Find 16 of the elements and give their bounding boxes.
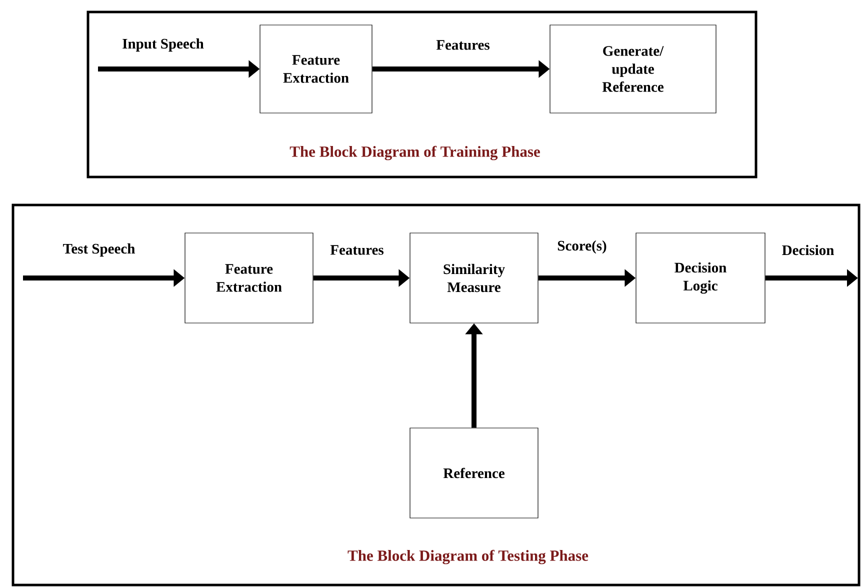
panel-title: The Block Diagram of Testing Phase	[348, 550, 588, 564]
process-box: Decision Logic	[636, 232, 766, 324]
process-box: Feature Extraction	[260, 24, 372, 114]
process-box: Similarity Measure	[410, 232, 538, 324]
edge-label: Features	[330, 245, 384, 255]
edge-label: Score(s)	[558, 240, 606, 254]
panel-frame	[12, 204, 860, 586]
edge-label: Input Speech	[122, 38, 204, 52]
panel-title: The Block Diagram of Training Phase	[290, 146, 540, 160]
process-box: Reference	[410, 428, 538, 518]
process-box: Feature Extraction	[184, 232, 314, 324]
edge-label: Decision	[782, 244, 834, 256]
edge-label: Test Speech	[63, 243, 135, 257]
edge-label: Features	[436, 40, 490, 50]
panel-frame	[86, 10, 758, 178]
process-box: Generate/ update Reference	[550, 24, 716, 114]
